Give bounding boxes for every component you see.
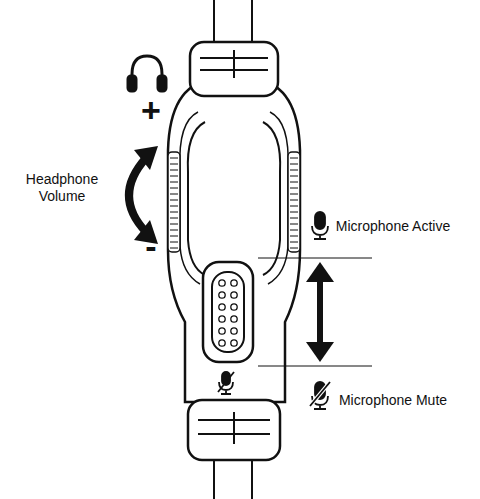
knurl-stroke: [170, 176, 178, 177]
mic-hole: [219, 316, 225, 322]
knurl-stroke: [290, 230, 298, 231]
mic-icon: [312, 212, 328, 239]
mic-hole: [219, 328, 225, 334]
mic-hole: [231, 292, 237, 298]
knurl-stroke: [170, 194, 178, 195]
knurl-stroke: [290, 176, 298, 177]
knurl-stroke: [170, 182, 178, 183]
mic-hole: [219, 304, 225, 310]
knurl-stroke: [170, 206, 178, 207]
knurl-stroke: [170, 212, 178, 213]
knurl-stroke: [290, 188, 298, 189]
mic-hole: [231, 328, 237, 334]
cable: [213, 458, 215, 499]
knurl-stroke: [290, 200, 298, 201]
knurl-stroke: [170, 236, 178, 237]
knurl-stroke: [290, 218, 298, 219]
knurl-stroke: [290, 224, 298, 225]
knurl-stroke: [170, 242, 178, 243]
mic-active-label: Microphone Active: [333, 218, 453, 235]
knurl-stroke: [290, 236, 298, 237]
knurl-stroke: [290, 194, 298, 195]
mic-hole: [219, 280, 225, 286]
mic-hole: [231, 304, 237, 310]
cable: [251, 0, 253, 44]
mic-hole: [219, 292, 225, 298]
cap-grooves: [198, 412, 270, 444]
cable: [251, 458, 253, 499]
cap-grooves: [200, 50, 268, 78]
volume-wheel: [168, 152, 180, 252]
knurl-stroke: [290, 164, 298, 165]
mic-hole: [231, 340, 237, 346]
knurl-stroke: [290, 182, 298, 183]
mic-slider: [212, 272, 244, 352]
knurl-stroke: [170, 158, 178, 159]
knurl-stroke: [170, 218, 178, 219]
controller-body: [168, 80, 300, 402]
volume-wheel: [288, 152, 300, 252]
knurl-stroke: [170, 224, 178, 225]
top-cap: [190, 42, 278, 96]
bottom-cap: [188, 400, 280, 460]
knurl-stroke: [170, 200, 178, 201]
knurl-stroke: [290, 242, 298, 243]
knurl-stroke: [290, 158, 298, 159]
knurl-stroke: [170, 248, 178, 249]
knurl-stroke: [290, 212, 298, 213]
knurl-stroke: [290, 248, 298, 249]
recessed-panel: [188, 122, 280, 275]
mute-icon: [218, 372, 234, 394]
knurl-stroke: [170, 188, 178, 189]
mic-hole: [231, 316, 237, 322]
mic-hole: [231, 280, 237, 286]
knurl-stroke: [170, 230, 178, 231]
volume-minus: -: [131, 229, 171, 263]
headphone-icon: [128, 56, 166, 91]
knurl-stroke: [290, 206, 298, 207]
slider-range: [258, 258, 372, 366]
knurl-stroke: [170, 170, 178, 171]
volume-plus: +: [131, 93, 171, 127]
mic-icon-muted: [310, 382, 330, 409]
knurl-stroke: [290, 170, 298, 171]
cable: [213, 0, 215, 44]
mic-slider-frame: [203, 262, 253, 362]
mic-hole: [219, 340, 225, 346]
volume-label: Headphone Volume: [7, 171, 117, 205]
mic-mute-label: Microphone Mute: [333, 392, 453, 409]
knurl-stroke: [170, 164, 178, 165]
